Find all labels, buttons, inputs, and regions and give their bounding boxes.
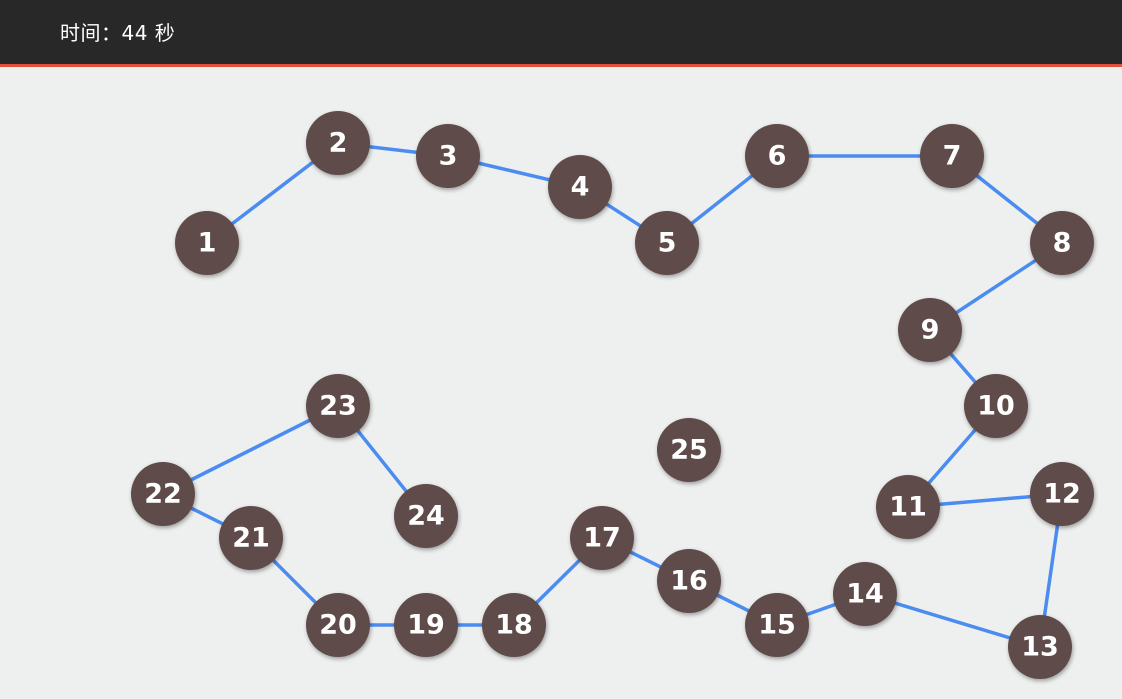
node-circle[interactable] — [898, 298, 962, 362]
node-label: 6 — [768, 141, 787, 172]
node-circle[interactable] — [745, 124, 809, 188]
node-label: 21 — [232, 523, 270, 554]
number-node-25[interactable]: 25 — [657, 418, 721, 482]
node-circle[interactable] — [548, 155, 612, 219]
node-label: 10 — [977, 391, 1015, 422]
node-label: 8 — [1053, 228, 1072, 259]
number-node-21[interactable]: 21 — [219, 506, 283, 570]
node-label: 13 — [1021, 632, 1059, 663]
node-circle[interactable] — [416, 124, 480, 188]
number-node-10[interactable]: 10 — [964, 374, 1028, 438]
number-node-12[interactable]: 12 — [1030, 462, 1094, 526]
number-node-14[interactable]: 14 — [833, 562, 897, 626]
number-node-3[interactable]: 3 — [416, 124, 480, 188]
node-label: 17 — [583, 523, 621, 554]
node-label: 2 — [329, 128, 348, 159]
node-circle[interactable] — [1030, 462, 1094, 526]
number-node-17[interactable]: 17 — [570, 506, 634, 570]
node-label: 4 — [571, 172, 590, 203]
number-node-22[interactable]: 22 — [131, 462, 195, 526]
number-node-9[interactable]: 9 — [898, 298, 962, 362]
node-circle[interactable] — [964, 374, 1028, 438]
number-node-1[interactable]: 1 — [175, 211, 239, 275]
node-label: 23 — [319, 391, 357, 422]
number-node-2[interactable]: 2 — [306, 111, 370, 175]
node-label: 12 — [1043, 479, 1081, 510]
node-label: 20 — [319, 610, 357, 641]
number-node-23[interactable]: 23 — [306, 374, 370, 438]
node-circle[interactable] — [1030, 211, 1094, 275]
number-node-7[interactable]: 7 — [920, 124, 984, 188]
node-label: 25 — [670, 435, 708, 466]
number-node-5[interactable]: 5 — [635, 211, 699, 275]
node-circle[interactable] — [570, 506, 634, 570]
node-circle[interactable] — [745, 593, 809, 657]
node-circle[interactable] — [920, 124, 984, 188]
connection-line-22-23 — [161, 404, 340, 496]
node-label: 11 — [889, 492, 927, 523]
node-circle[interactable] — [219, 506, 283, 570]
number-node-11[interactable]: 11 — [876, 475, 940, 539]
number-node-18[interactable]: 18 — [482, 593, 546, 657]
node-circle[interactable] — [131, 462, 195, 526]
timer-label: 时间：44 秒 — [60, 21, 176, 45]
node-label: 15 — [758, 610, 796, 641]
node-label: 5 — [658, 228, 677, 259]
node-circle[interactable] — [657, 418, 721, 482]
number-node-15[interactable]: 15 — [745, 593, 809, 657]
node-circle[interactable] — [306, 593, 370, 657]
number-node-20[interactable]: 20 — [306, 593, 370, 657]
number-node-6[interactable]: 6 — [745, 124, 809, 188]
node-circle[interactable] — [175, 211, 239, 275]
connection-lines — [161, 141, 1064, 649]
node-circle[interactable] — [306, 111, 370, 175]
number-node-24[interactable]: 24 — [394, 484, 458, 548]
number-node-13[interactable]: 13 — [1008, 615, 1072, 679]
node-circle[interactable] — [394, 484, 458, 548]
top-bar: 时间：44 秒 — [0, 0, 1122, 67]
node-label: 16 — [670, 566, 708, 597]
node-circle[interactable] — [306, 374, 370, 438]
node-circle[interactable] — [394, 593, 458, 657]
node-circle[interactable] — [833, 562, 897, 626]
node-label: 9 — [921, 315, 940, 346]
number-node-16[interactable]: 16 — [657, 549, 721, 613]
node-circle[interactable] — [876, 475, 940, 539]
number-node-8[interactable]: 8 — [1030, 211, 1094, 275]
node-label: 3 — [439, 141, 458, 172]
number-node-19[interactable]: 19 — [394, 593, 458, 657]
node-label: 22 — [144, 479, 182, 510]
node-label: 7 — [943, 141, 962, 172]
node-label: 24 — [407, 501, 445, 532]
number-node-4[interactable]: 4 — [548, 155, 612, 219]
node-circle[interactable] — [482, 593, 546, 657]
node-label: 19 — [407, 610, 445, 641]
node-circle[interactable] — [1008, 615, 1072, 679]
node-label: 14 — [846, 579, 884, 610]
node-label: 1 — [198, 228, 217, 259]
node-circle[interactable] — [635, 211, 699, 275]
node-label: 18 — [495, 610, 533, 641]
node-circle[interactable] — [657, 549, 721, 613]
